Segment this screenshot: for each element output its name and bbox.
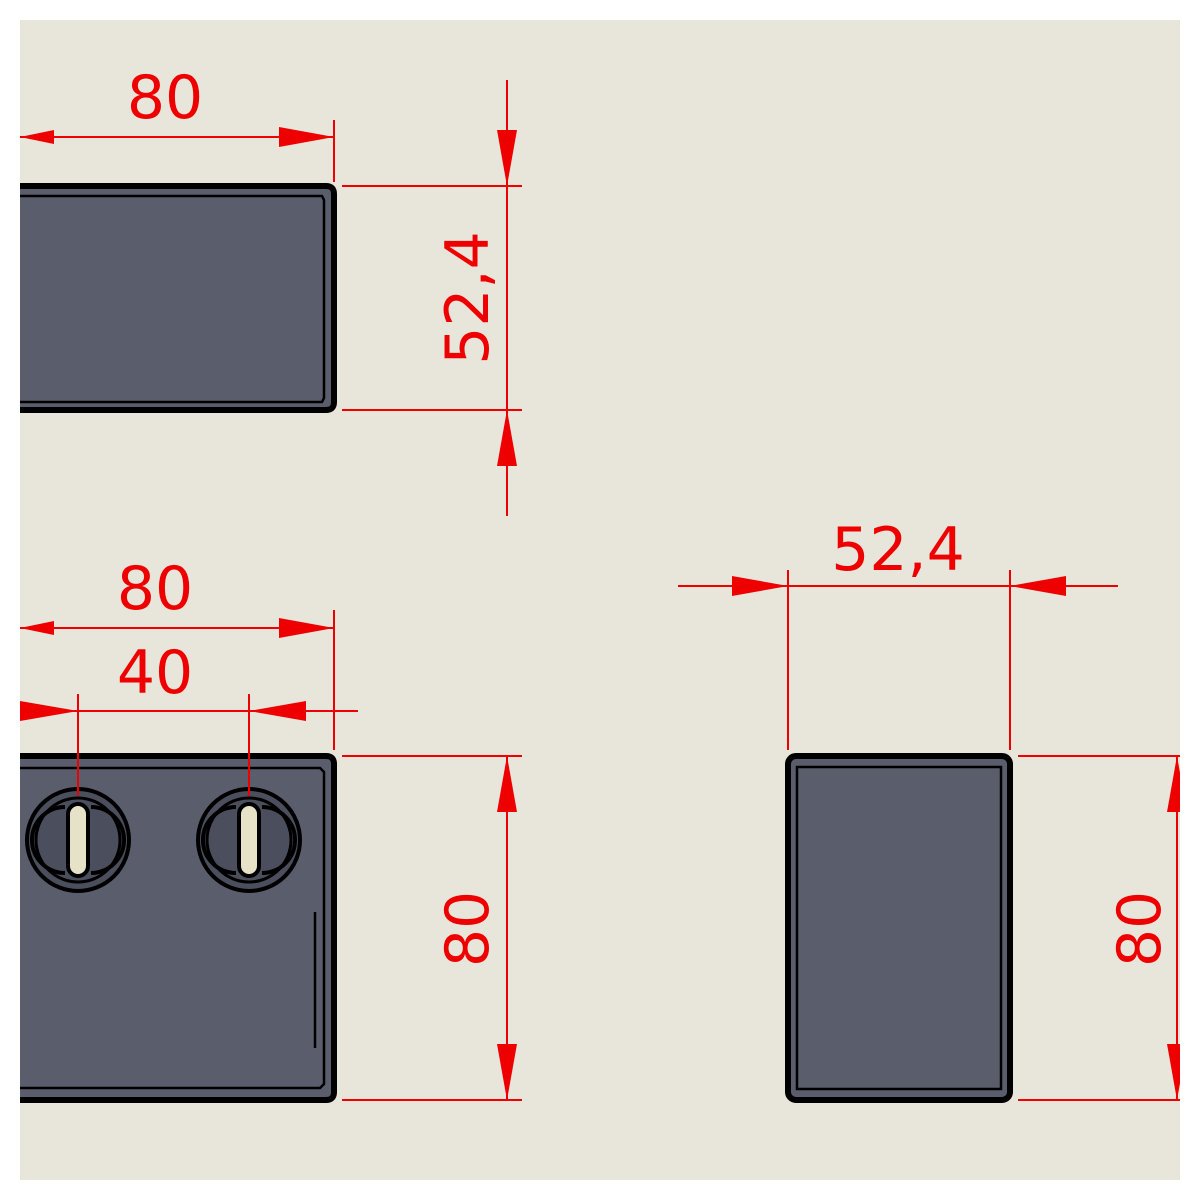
- terminal-left-cap-left: [30, 805, 66, 875]
- top-view: 80 52,4: [20, 63, 522, 516]
- top-view-body: [20, 186, 334, 410]
- top-view-inner-edge: [20, 194, 326, 404]
- side-width-arrow-right: [1010, 576, 1066, 596]
- side-width-label: 52,4: [831, 515, 965, 585]
- terminal-left-slot: [66, 802, 90, 878]
- terminal-spacing-label: 40: [117, 638, 193, 708]
- front-height-arrow-lower: [497, 1044, 517, 1100]
- terminal-right: [196, 787, 302, 893]
- top-view-outline: [20, 183, 337, 413]
- front-width-arrow-right: [279, 618, 334, 638]
- top-width-label: 80: [127, 63, 203, 133]
- side-view-body: [788, 756, 1010, 1100]
- side-height-arrow-lower: [1167, 1044, 1180, 1100]
- terminal-right-slot: [237, 802, 261, 878]
- top-width-arrow-left: [20, 130, 54, 144]
- front-view-outline: [20, 753, 337, 1103]
- front-view-inner-edge: [20, 766, 326, 1090]
- terminal-right-inner-ring: [205, 796, 293, 884]
- side-view-outline: [785, 753, 1013, 1103]
- terminal-left-cap-right: [90, 805, 126, 875]
- side-view-inner-edge: [795, 765, 1003, 1091]
- top-height-arrow-lower: [497, 410, 517, 466]
- front-height-arrow-upper: [497, 756, 517, 812]
- terminal-left: [25, 787, 131, 893]
- front-height-label: 80: [433, 891, 503, 967]
- terminal-right-cap-right: [261, 805, 297, 875]
- front-width-arrow-left: [20, 621, 54, 635]
- front-width-label: 80: [117, 554, 193, 624]
- front-view: 80 40 80: [20, 554, 522, 1103]
- terminal-right-cap-left: [201, 805, 237, 875]
- side-width-arrow-left: [732, 576, 788, 596]
- top-width-arrow-right: [279, 127, 334, 147]
- top-height-label: 52,4: [433, 231, 503, 365]
- side-height-arrow-upper: [1167, 756, 1180, 812]
- terminal-spacing-arrow-left: [20, 701, 78, 721]
- side-view: 52,4 80: [678, 515, 1180, 1103]
- side-height-label: 80: [1105, 891, 1175, 967]
- top-height-arrow-upper: [497, 130, 517, 186]
- terminal-left-inner-ring: [34, 796, 122, 884]
- terminal-spacing-arrow-right: [249, 701, 306, 721]
